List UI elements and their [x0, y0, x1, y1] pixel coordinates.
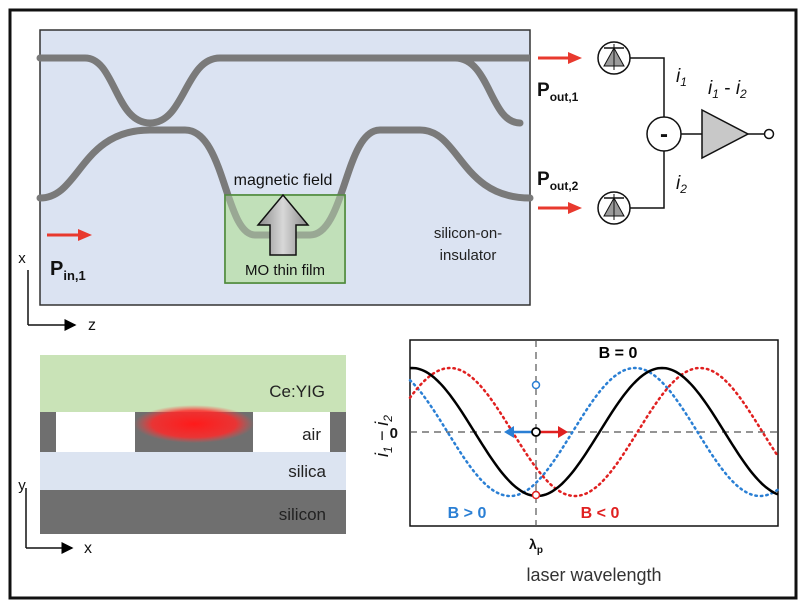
soi-label-1: silicon-on- — [434, 225, 502, 242]
xs-axis-y: y — [18, 477, 26, 494]
chip-axis-z: z — [88, 317, 96, 334]
pin-label: Pin,1 — [50, 258, 86, 283]
detection-circuit: Pout,1 Pout,2 - i1 — [537, 41, 775, 225]
optical-mode — [134, 405, 254, 443]
chip-axis-x: x — [18, 250, 26, 267]
y-axis-label: i1 − i2 — [372, 415, 395, 457]
subtractor-icon — [646, 116, 682, 152]
soi-label-2: insulator — [440, 247, 497, 264]
transmission-chart: B = 0 B > 0 B < 0 0 i1 − i2 λp laser wav… — [372, 339, 780, 585]
series-b-zero-line — [409, 366, 779, 498]
ceyig-label: Ce:YIG — [269, 382, 325, 401]
i2-label: i2 — [676, 173, 687, 196]
legend-b-pos: B > 0 — [448, 505, 487, 522]
pout2-label: Pout,2 — [537, 169, 579, 193]
diff-label: i1 - i2 — [708, 78, 747, 101]
silicon-label: silicon — [279, 505, 326, 524]
y-tick-zero: 0 — [390, 425, 398, 442]
mo-film-label: MO thin film — [245, 262, 325, 279]
magnetic-field-arrow — [256, 193, 310, 256]
point-b-zero — [531, 427, 541, 437]
legend-b-zero: B = 0 — [599, 345, 638, 362]
point-b-pos — [531, 380, 541, 390]
xs-axis-x: x — [84, 540, 92, 557]
point-b-neg — [531, 490, 541, 500]
pin-arrowhead — [78, 229, 92, 241]
x-axis-label: laser wavelength — [526, 565, 661, 585]
pout1-label: Pout,1 — [537, 80, 579, 104]
photodiode-2-icon — [597, 191, 631, 225]
silica-label: silica — [288, 462, 326, 481]
series-b-pos-line — [408, 366, 780, 498]
magnetic-field-label: magnetic field — [234, 172, 333, 189]
ceyig-layer — [40, 355, 346, 412]
subtractor-minus: - — [660, 121, 668, 148]
mzi-chip: magnetic field MO thin film silicon-on- … — [36, 29, 534, 306]
silica-layer — [40, 452, 346, 490]
rib-right — [330, 412, 346, 452]
legend-b-neg: B < 0 — [581, 505, 620, 522]
waveguide-lower — [36, 126, 534, 239]
output-terminal — [763, 128, 775, 140]
waveguide-upper — [36, 54, 524, 127]
series-b-neg-line — [408, 366, 780, 498]
silicon-layer — [40, 490, 346, 534]
cross-section: Ce:YIG air silica silicon y x — [18, 355, 346, 557]
chip-axes: x z — [18, 250, 96, 334]
air-label: air — [302, 425, 321, 444]
chart-frame — [409, 339, 779, 527]
amplifier-icon — [701, 108, 750, 160]
photodiode-1-icon — [597, 41, 631, 75]
x-marker-label: λp — [529, 536, 543, 556]
i1-label: i1 — [676, 66, 687, 89]
rib-left — [40, 412, 56, 452]
